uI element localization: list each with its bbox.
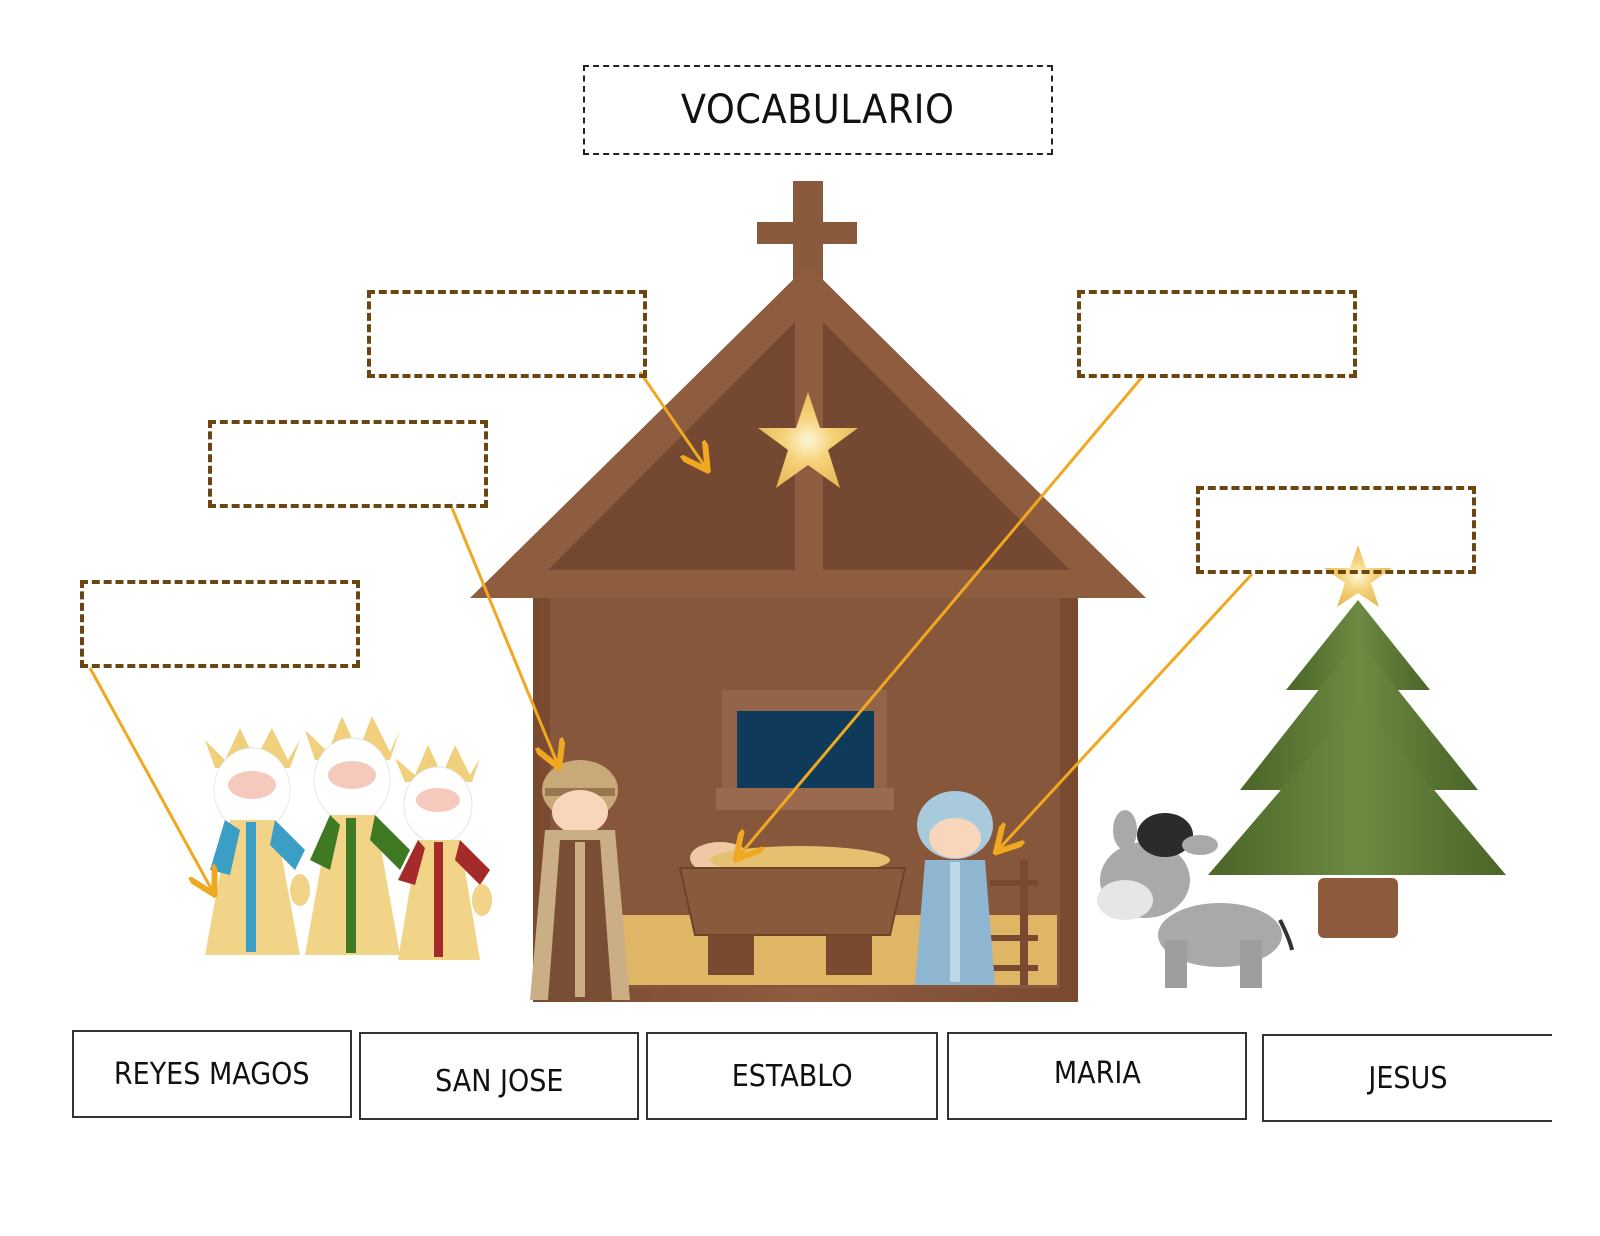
word-label: ESTABLO xyxy=(731,1058,853,1094)
answer-box-establo[interactable] xyxy=(367,290,647,378)
answer-box-maria[interactable] xyxy=(1196,486,1476,574)
title-box: VOCABULARIO xyxy=(583,65,1053,155)
answer-box-jesus[interactable] xyxy=(1077,290,1357,378)
page-title: VOCABULARIO xyxy=(681,87,955,133)
pointer-arrows xyxy=(88,371,1254,892)
star-icon xyxy=(758,392,858,488)
answer-box-san-jose[interactable] xyxy=(208,420,488,508)
word-label: REYES MAGOS xyxy=(114,1056,310,1092)
virgin-mary-figure xyxy=(915,791,995,985)
word-card-jesus[interactable]: JESUS xyxy=(1262,1034,1552,1122)
word-card-reyes-magos[interactable]: REYES MAGOS xyxy=(72,1030,352,1118)
word-card-san-jose[interactable]: SAN JOSE xyxy=(359,1032,639,1120)
word-label: MARIA xyxy=(1053,1055,1141,1091)
answer-box-reyes-magos[interactable] xyxy=(80,580,360,668)
three-kings-figure xyxy=(205,716,492,960)
word-label: JESUS xyxy=(1368,1060,1448,1096)
word-card-maria[interactable]: MARIA xyxy=(947,1032,1247,1120)
christmas-tree-figure xyxy=(1208,545,1506,938)
saint-joseph-figure xyxy=(530,760,630,1000)
donkey-figure xyxy=(1097,810,1294,988)
word-label: SAN JOSE xyxy=(434,1063,564,1099)
word-card-establo[interactable]: ESTABLO xyxy=(646,1032,938,1120)
